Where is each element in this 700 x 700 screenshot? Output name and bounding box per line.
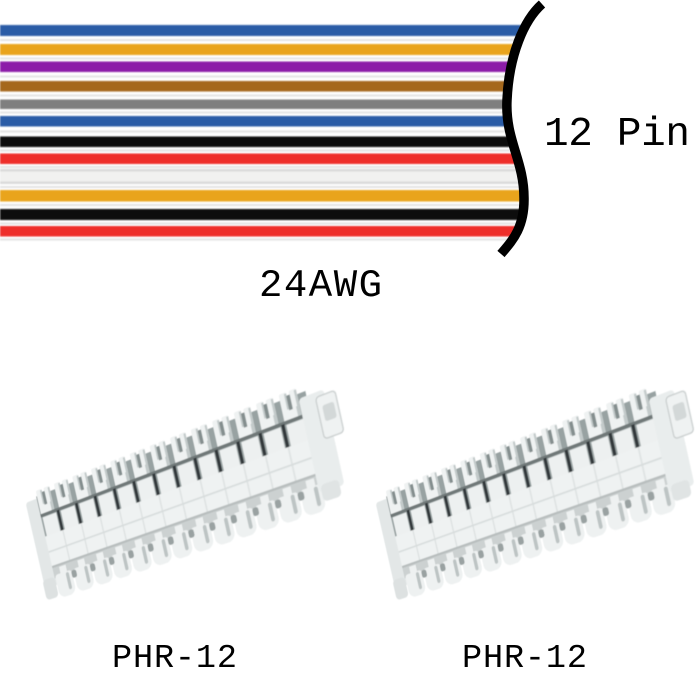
svg-text:PHR-12: PHR-12 — [112, 640, 237, 678]
svg-text:12 Pin: 12 Pin — [544, 112, 690, 158]
svg-text:24AWG: 24AWG — [259, 264, 382, 308]
svg-text:PHR-12: PHR-12 — [462, 640, 587, 678]
